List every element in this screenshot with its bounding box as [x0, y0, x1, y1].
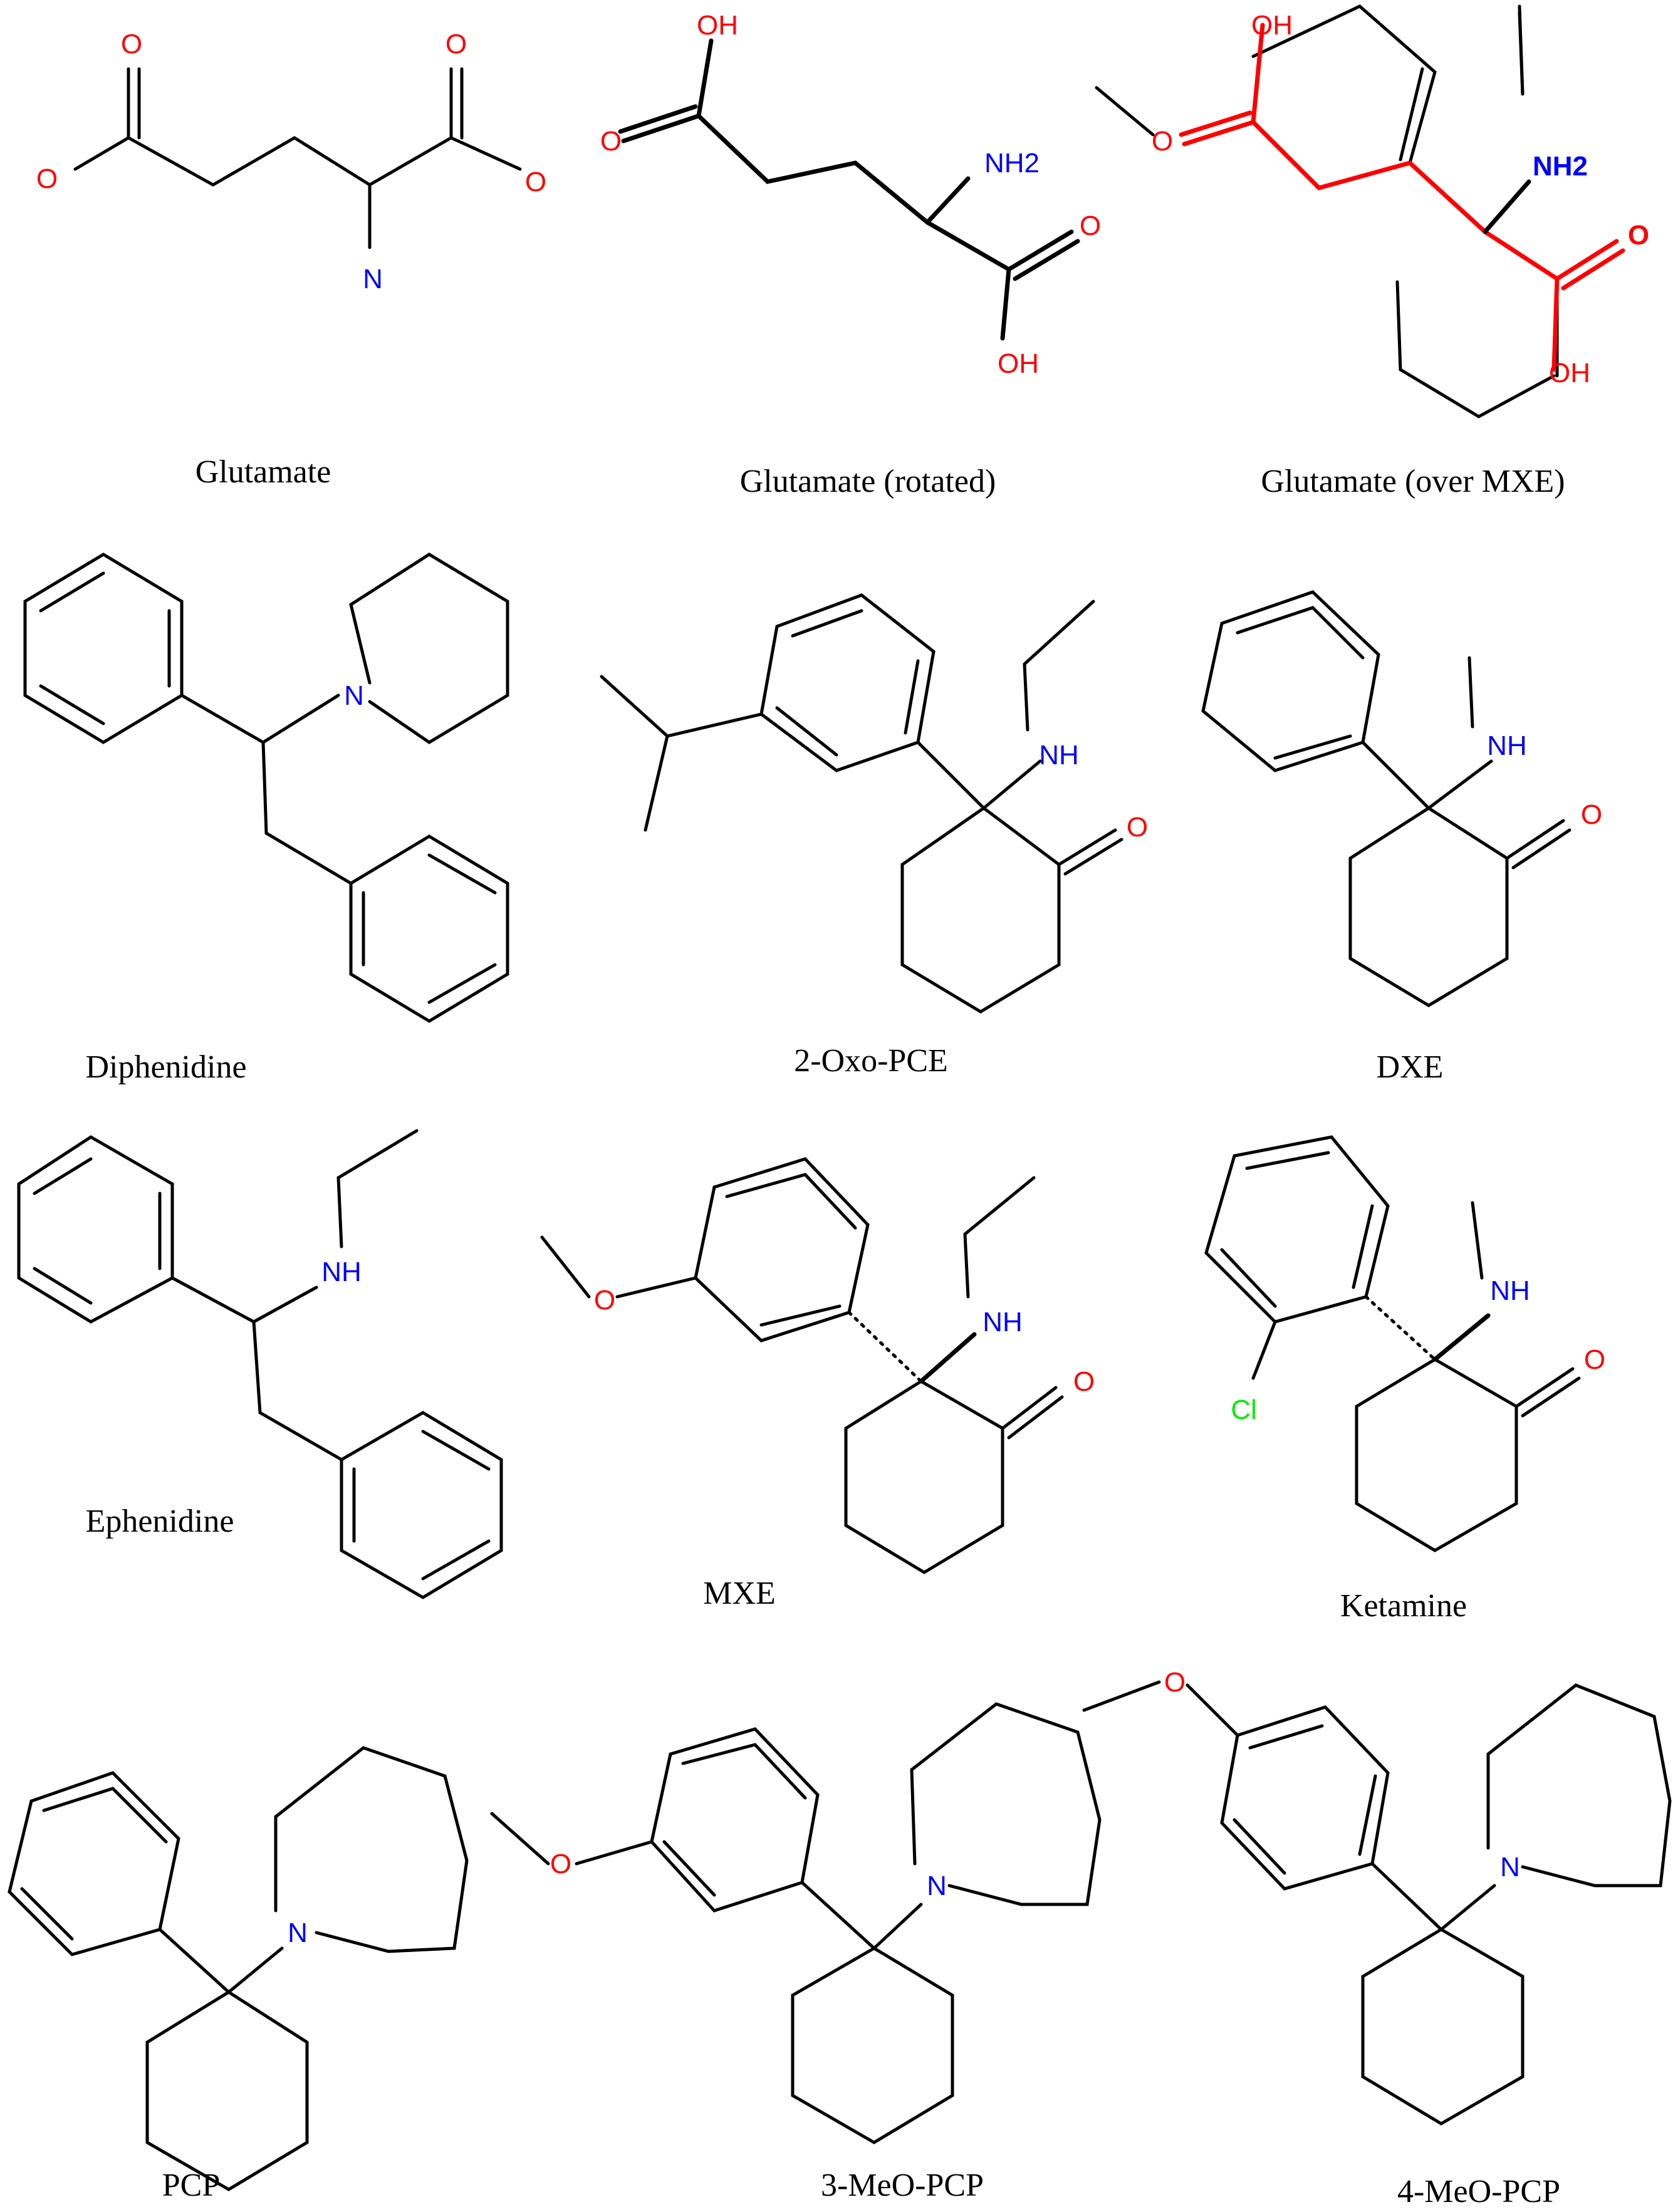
caption-glutamate: Glutamate	[195, 454, 331, 490]
caption-ephenidine: Ephenidine	[86, 1503, 234, 1539]
caption-glutamate-over-mxe: Glutamate (over MXE)	[1261, 464, 1565, 499]
caption-ketamine: Ketamine	[1340, 1588, 1467, 1624]
ephenidine-skeleton	[17, 1129, 503, 1599]
molecule-ketamine: NH O Cl Ketamine	[1204, 1135, 1605, 1624]
molecule-dxe: NH O DXE	[1201, 590, 1602, 1085]
molecule-3-meo-pcp: O N 3-MeO-PCP	[490, 1702, 1102, 2203]
glutamate-atom-o3: O	[446, 29, 467, 60]
ephenidine-atom-nh: NH	[321, 1257, 362, 1287]
2-oxo-pce-atom-nh: NH	[1039, 740, 1079, 771]
ketamine-atom-nh: NH	[1490, 1275, 1530, 1306]
dxe-atom-o: O	[1581, 799, 1602, 830]
ketamine-atom-cl: Cl	[1231, 1394, 1257, 1425]
mxe-atom-nh: NH	[982, 1307, 1023, 1337]
caption-3-meo-pcp: 3-MeO-PCP	[821, 2168, 984, 2203]
glutamate-rotated-atom-oh1: OH	[697, 10, 738, 41]
3-meo-pcp-skeleton	[490, 1702, 1102, 2144]
molecule-pcp: N PCP	[8, 1746, 469, 2203]
glutamate-rotated-atom-o1: O	[600, 126, 622, 157]
pcp-skeleton	[8, 1746, 469, 2191]
dxe-skeleton	[1201, 590, 1571, 1007]
4-meo-pcp-atom-o: O	[1164, 1667, 1186, 1698]
4-meo-pcp-atom-n: N	[1500, 1852, 1520, 1882]
molecule-4-meo-pcp: O N 4-MeO-PCP	[1082, 1667, 1672, 2209]
glutamate-overlay-highlight	[1179, 23, 1625, 372]
glutamate-atom-o4: O	[525, 167, 546, 197]
mxe-atom-o-methoxy: O	[594, 1285, 615, 1316]
molecule-glutamate-over-mxe: OH O NH2 O OH Glutamate (over MXE)	[1095, 4, 1649, 499]
4-meo-pcp-skeleton	[1082, 1680, 1672, 2126]
glutamate-atom-o2: O	[36, 164, 58, 194]
glutamate-over-mxe-atom-oh2: OH	[1549, 358, 1590, 388]
2-oxo-pce-atom-o: O	[1127, 812, 1148, 843]
molecule-mxe: O NH O MXE	[540, 1157, 1095, 1611]
ketamine-atom-o: O	[1584, 1344, 1605, 1375]
caption-dxe: DXE	[1377, 1049, 1444, 1085]
mxe-atom-o-keto: O	[1073, 1366, 1095, 1397]
glutamate-over-mxe-atom-oh1: OH	[1251, 10, 1293, 41]
mxe-skeleton	[540, 1157, 1064, 1574]
molecule-ephenidine: NH Ephenidine	[17, 1129, 503, 1599]
mxe-underlay-skeleton	[1095, 4, 1559, 418]
3-meo-pcp-atom-n: N	[927, 1871, 947, 1901]
glutamate-over-mxe-atom-nh2: NH2	[1533, 151, 1588, 182]
pcp-atom-n: N	[288, 1918, 308, 1948]
glutamate-skeleton	[73, 67, 522, 249]
dxe-atom-nh: NH	[1487, 730, 1527, 761]
glutamate-rotated-skeleton	[618, 38, 1080, 341]
ketamine-skeleton	[1204, 1135, 1581, 1552]
glutamate-atom-o1: O	[121, 29, 142, 60]
diphenidine-skeleton	[23, 553, 509, 1023]
glutamate-rotated-atom-o2: O	[1080, 210, 1101, 241]
caption-diphenidine: Diphenidine	[85, 1049, 246, 1085]
diphenidine-atom-n: N	[344, 680, 364, 711]
glutamate-rotated-atom-oh2: OH	[998, 348, 1039, 379]
caption-glutamate-rotated: Glutamate (rotated)	[740, 464, 996, 499]
2-oxo-pce-skeleton	[600, 593, 1123, 1014]
glutamate-over-mxe-atom-o1: O	[1152, 126, 1173, 157]
molecule-glutamate-rotated: OH O NH2 O OH Glutamate (rotated)	[600, 10, 1101, 499]
molecule-2-oxo-pce: NH O 2-Oxo-PCE	[600, 593, 1148, 1079]
caption-pcp: PCP	[162, 2168, 221, 2203]
glutamate-over-mxe-atom-o2: O	[1628, 220, 1649, 251]
glutamate-rotated-atom-nh2: NH2	[984, 148, 1040, 179]
caption-2-oxo-pce: 2-Oxo-PCE	[794, 1043, 948, 1079]
molecule-diphenidine: N Diphenidine	[23, 553, 509, 1085]
molecule-glutamate: O O O O N Glutamate	[36, 29, 546, 490]
3-meo-pcp-atom-o: O	[550, 1849, 571, 1879]
caption-mxe: MXE	[703, 1576, 776, 1611]
glutamate-atom-n: N	[363, 264, 383, 294]
caption-4-meo-pcp: 4-MeO-PCP	[1397, 2174, 1560, 2209]
